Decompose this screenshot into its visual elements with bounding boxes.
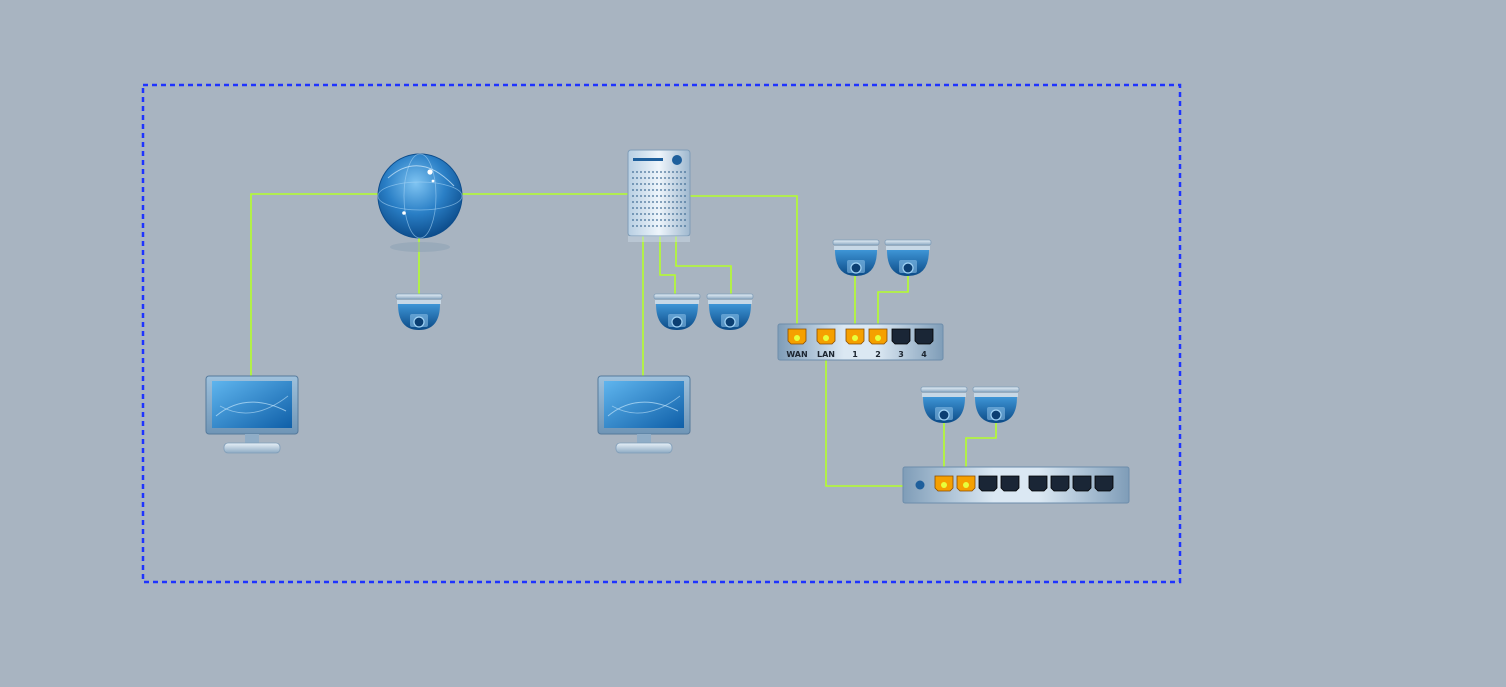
dome-camera-icon bbox=[920, 386, 968, 423]
link-server-camera2 bbox=[659, 236, 676, 296]
router-port-label: 2 bbox=[875, 350, 881, 359]
dome-camera-icon bbox=[653, 293, 701, 330]
router-port-4: 2 bbox=[868, 328, 888, 359]
router-port-2: LAN bbox=[816, 328, 836, 359]
switch-port-5 bbox=[1028, 475, 1048, 492]
network-links bbox=[250, 193, 997, 487]
link-globe-monitor1 bbox=[250, 193, 380, 378]
switch-port-1 bbox=[934, 475, 954, 492]
link-server-router-wan bbox=[690, 195, 798, 338]
link-camera5-router bbox=[877, 272, 909, 338]
dome-camera-icon bbox=[706, 293, 754, 330]
cameras-group bbox=[395, 239, 1020, 423]
router-port-3: 1 bbox=[845, 328, 865, 359]
network-boundary bbox=[141, 83, 1182, 584]
switch-port-3 bbox=[978, 475, 998, 492]
switch-port-4 bbox=[1000, 475, 1020, 492]
link-router-switch bbox=[825, 338, 904, 487]
link-server-camera3 bbox=[675, 236, 732, 296]
switch-port-7 bbox=[1072, 475, 1092, 492]
dome-camera-icon bbox=[832, 239, 880, 276]
dome-camera-icon bbox=[884, 239, 932, 276]
dome-camera-icon bbox=[972, 386, 1020, 423]
switch-port-6 bbox=[1050, 475, 1070, 492]
router-port-6: 4 bbox=[914, 328, 934, 359]
switch-port-2 bbox=[956, 475, 976, 492]
router-port-label: WAN bbox=[786, 350, 807, 359]
router-port-1: WAN bbox=[786, 328, 808, 359]
server-icon bbox=[627, 149, 691, 242]
router-port-label: 4 bbox=[921, 350, 927, 359]
router-port-label: 3 bbox=[898, 350, 904, 359]
internet-globe-icon bbox=[377, 153, 463, 252]
router-port-5: 3 bbox=[891, 328, 911, 359]
router-icon: WAN LAN 1 2 3 4 bbox=[777, 323, 944, 361]
monitor-icon bbox=[597, 375, 691, 454]
router-port-label: LAN bbox=[817, 350, 835, 359]
dome-camera-icon bbox=[395, 293, 443, 330]
link-camera7-switch bbox=[965, 420, 997, 486]
monitor-icon bbox=[205, 375, 299, 454]
switch-port-8 bbox=[1094, 475, 1114, 492]
router-port-label: 1 bbox=[852, 350, 858, 359]
network-switch-icon bbox=[902, 466, 1130, 504]
